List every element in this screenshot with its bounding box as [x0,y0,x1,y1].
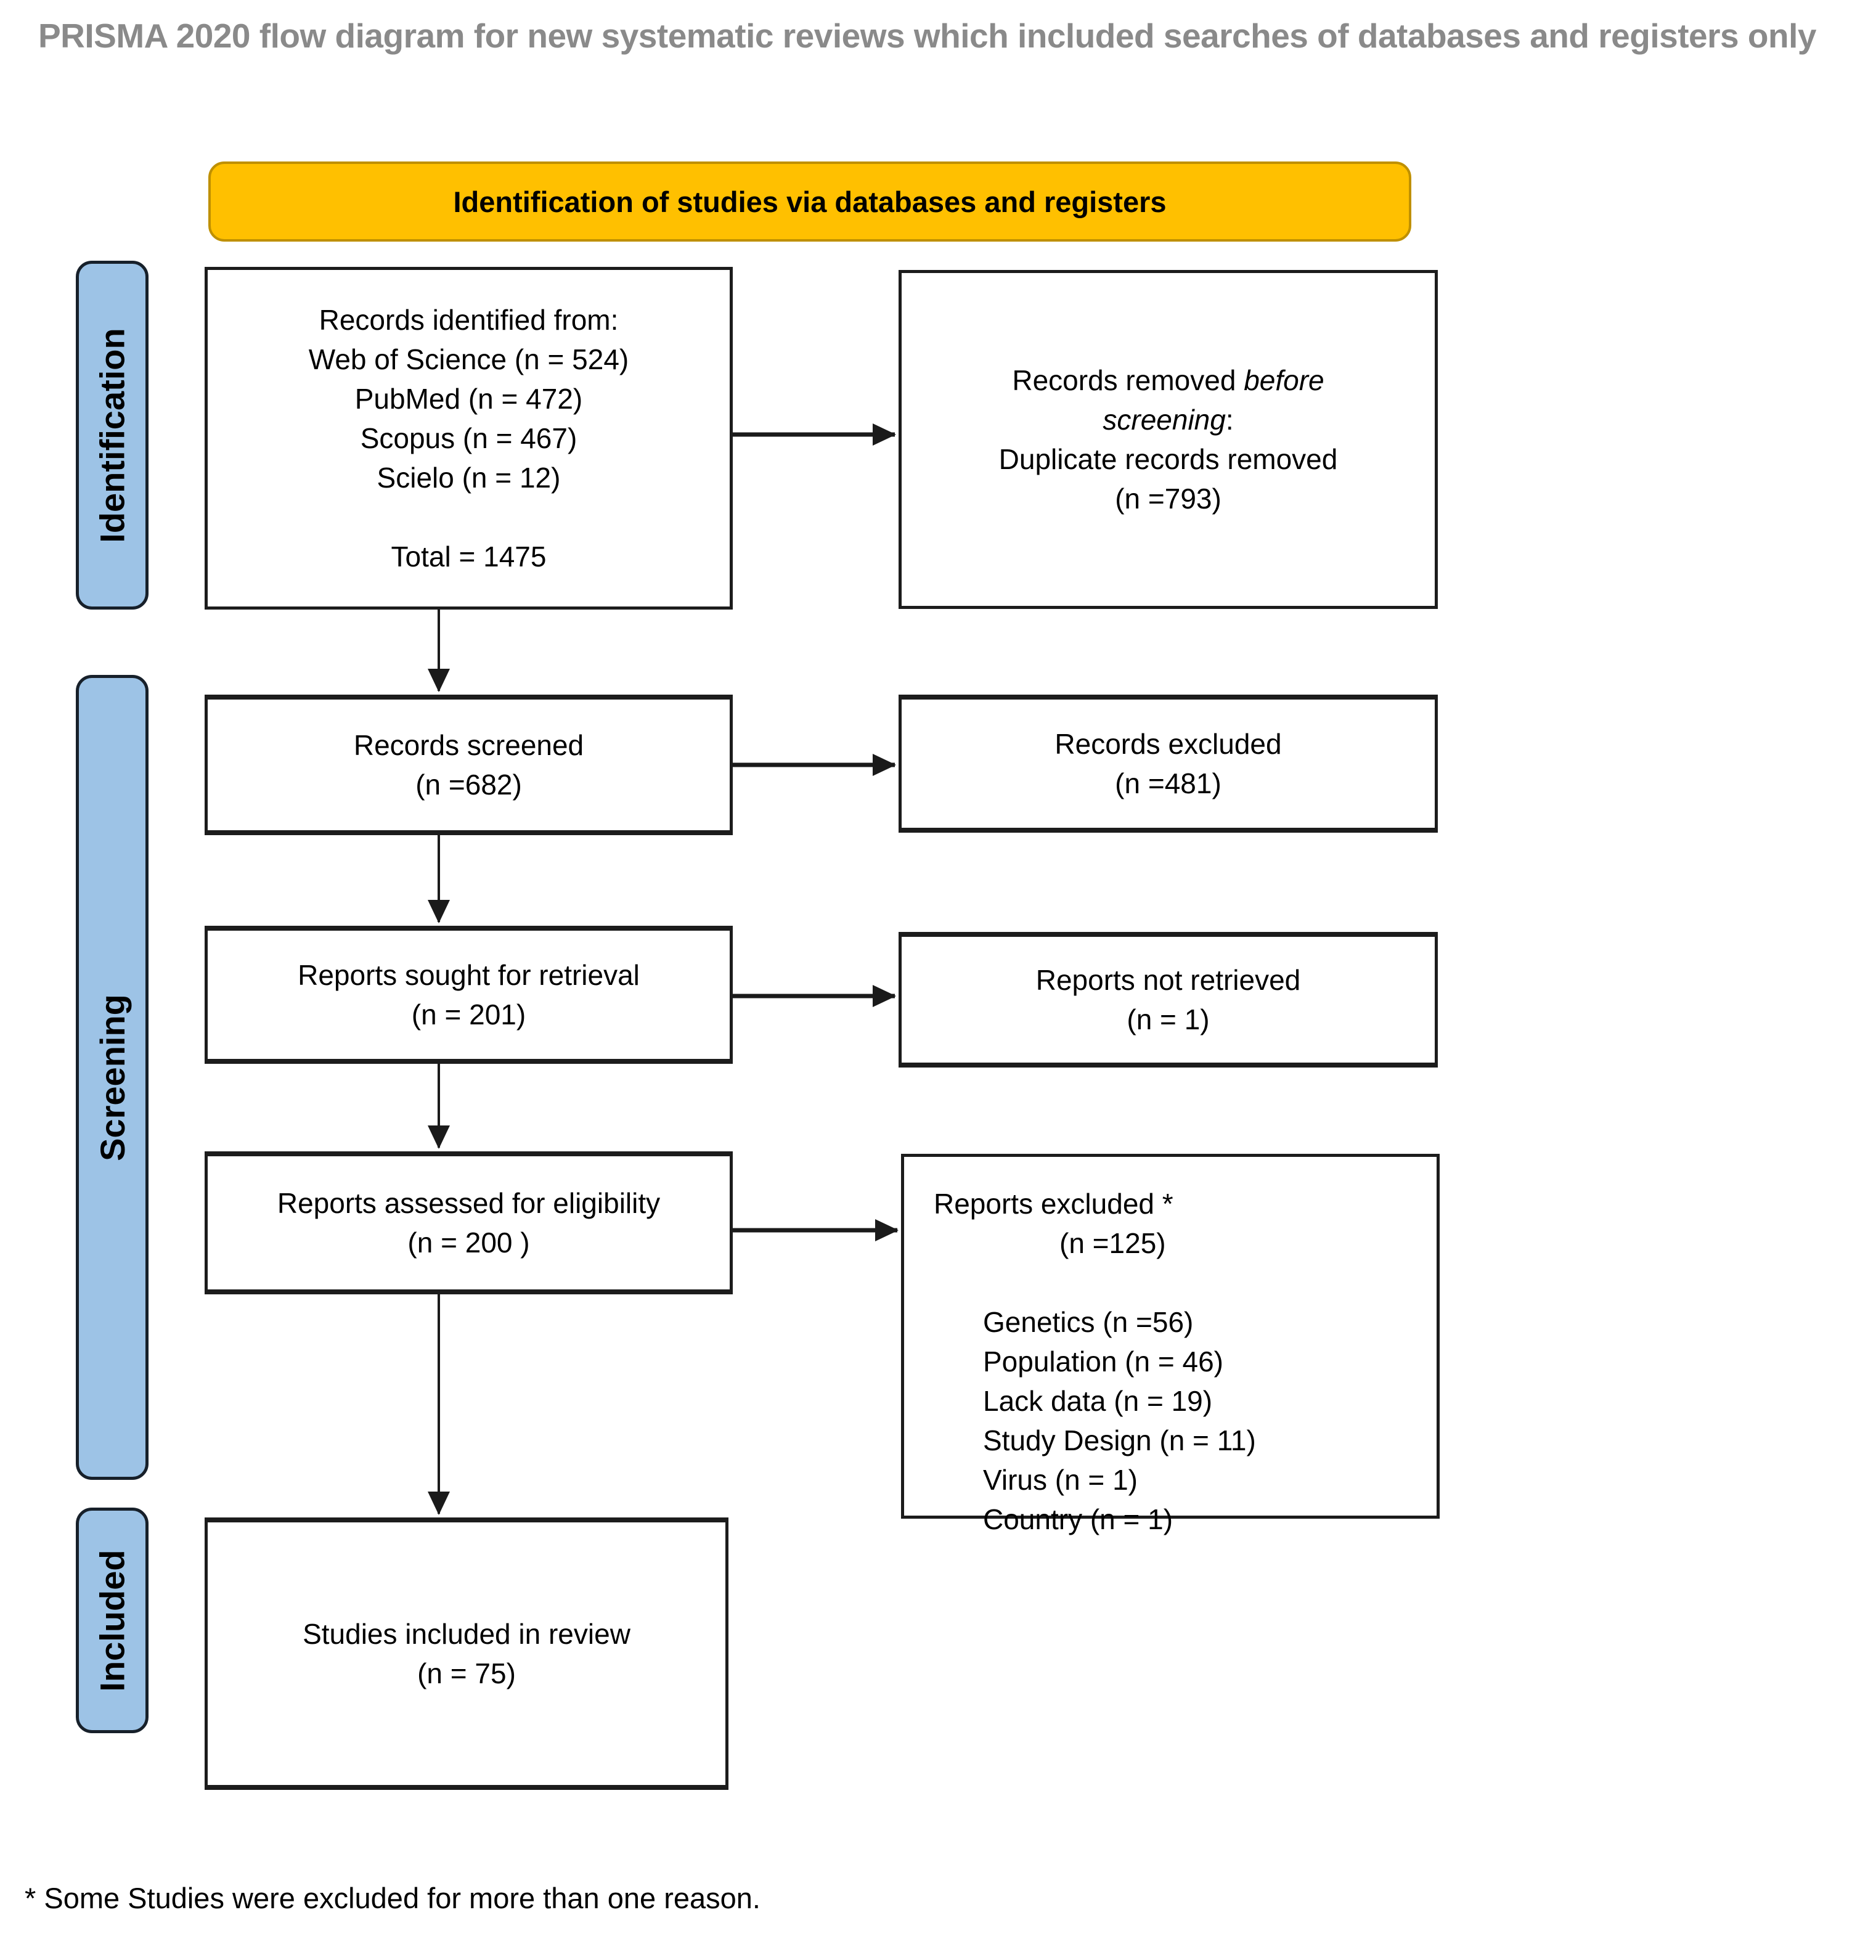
box-line: Reports assessed for eligibility [277,1187,661,1219]
box-records-removed-before-screening: Records removed before screening: Duplic… [899,270,1438,609]
box-line: Records identified from: [319,304,619,336]
box-line: Study Design (n = 11) [983,1424,1256,1456]
box-line: (n = 201) [411,998,526,1031]
stage-label-screening: Screening [92,994,132,1161]
box-reports-assessed: Reports assessed for eligibility (n = 20… [205,1151,733,1294]
box-line: PubMed (n = 472) [354,383,583,415]
box-line: Reports excluded * [934,1188,1173,1220]
stage-bar-identification: Identification [76,261,149,610]
box-line: Web of Science (n = 524) [308,343,629,375]
box-line: (n = 200 ) [407,1227,530,1259]
box-line: Scopus (n = 467) [360,422,577,454]
box-studies-included: Studies included in review (n = 75) [205,1517,728,1790]
box-line: (n = 1) [1127,1003,1210,1035]
box-line-total: Total = 1475 [391,541,547,573]
box-line: Genetics (n =56) [983,1306,1194,1338]
box-line: Studies included in review [303,1618,630,1650]
box-records-screened: Records screened (n =682) [205,695,733,835]
box-line: Duplicate records removed [998,443,1338,475]
box-line: Scielo (n = 12) [377,462,561,494]
footnote: * Some Studies were excluded for more th… [25,1882,761,1914]
page-title: PRISMA 2020 flow diagram for new systema… [38,17,1816,55]
box-reports-not-retrieved: Reports not retrieved (n = 1) [899,932,1438,1068]
box-line: Lack data (n = 19) [983,1385,1213,1417]
box-line: (n =682) [415,769,522,801]
spacer [309,497,629,537]
box-line: Records removed before [1012,364,1324,396]
box-line: Virus (n = 1) [983,1464,1138,1496]
box-line: Reports sought for retrieval [298,959,640,991]
box-line: Reports not retrieved [1035,964,1301,996]
box-line: (n =481) [1115,767,1221,799]
box-reports-sought: Reports sought for retrieval (n = 201) [205,926,733,1064]
box-line: (n =125) [1059,1227,1166,1259]
spacer [904,1263,1424,1302]
box-line: Population (n = 46) [983,1345,1223,1378]
box-reports-excluded-reasons: Reports excluded * (n =125) Genetics (n … [901,1154,1440,1535]
box-line: Records screened [353,729,584,761]
box-records-excluded: Records excluded (n =481) [899,695,1438,833]
stage-label-identification: Identification [92,327,132,543]
stage-label-included: Included [92,1549,132,1692]
box-line: Country (n = 1) [983,1503,1173,1535]
stage-bar-screening: Screening [76,675,149,1480]
banner-label: Identification of studies via databases … [453,185,1167,218]
box-line: Records excluded [1054,728,1282,760]
box-line: (n = 75) [417,1657,516,1689]
stage-bar-included: Included [76,1508,149,1733]
box-line: screening: [1103,404,1234,436]
box-line: (n =793) [1115,483,1221,515]
banner-identification-of-studies: Identification of studies via databases … [208,161,1411,242]
box-records-identified: Records identified from: Web of Science … [205,267,733,610]
